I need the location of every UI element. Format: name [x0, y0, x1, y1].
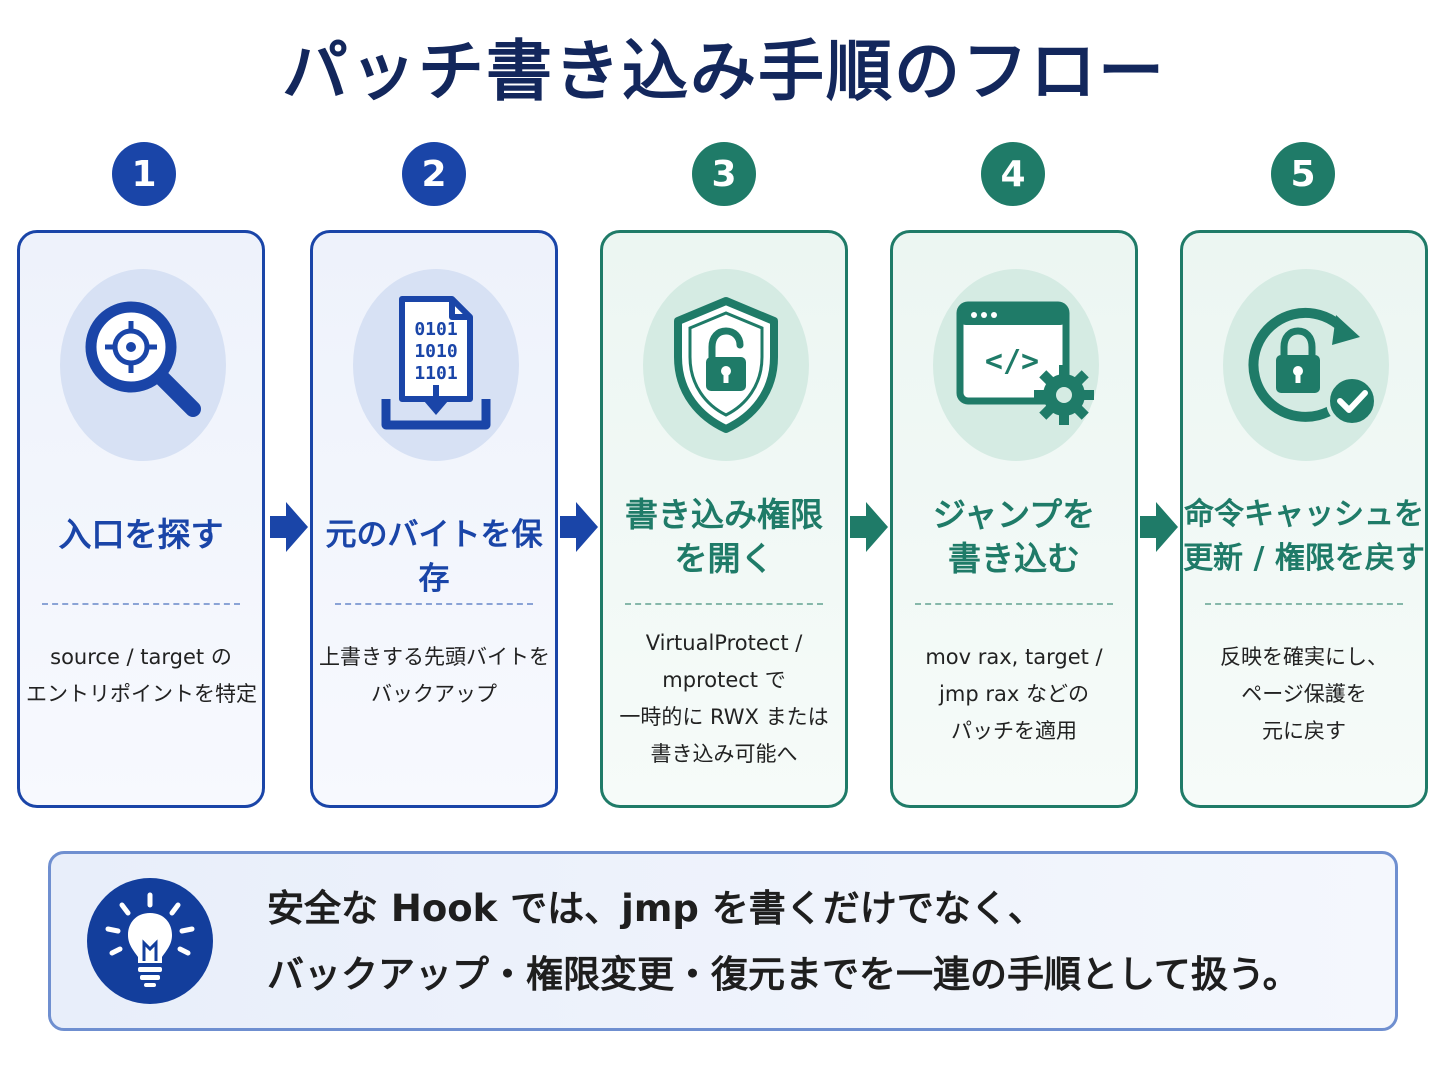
step-desc-5: 反映を確実にし、 ページ保護を 元に戻す [1220, 645, 1388, 743]
arrow-right-icon [560, 502, 598, 552]
divider [335, 603, 533, 605]
lock-refresh-check-icon [1223, 269, 1389, 461]
binary-line-1: 0101 [414, 319, 457, 340]
step-card-5: 命令キャッシュを 更新 / 権限を戻す 反映を確実にし、 ページ保護を 元に戻す [1180, 230, 1428, 808]
note-text: 安全な Hook では、jmp を書くだけでなく、 バックアップ・権限変更・復元… [267, 876, 1300, 1008]
step-desc-1: source / target の エントリポイントを特定 [26, 645, 257, 706]
search-target-icon [60, 269, 226, 461]
step-number-2: 2 [402, 142, 466, 206]
binary-file-download-icon: 0101 1010 1101 [353, 269, 519, 461]
arrow-right-icon [270, 502, 308, 552]
step-title-1: 入口を探す [58, 515, 224, 554]
step-card-4: </> ジャンプを 書き込む mov rax, target / jmp rax… [890, 230, 1138, 808]
step-card-2: 0101 1010 1101 元のバイトを保存 上書きする先頭バイトを バックア… [310, 230, 558, 808]
divider [1205, 603, 1403, 605]
step-title-2: 元のバイトを保存 [325, 517, 543, 597]
note-line-2: バックアップ・権限変更・復元までを一連の手順として扱う。 [267, 953, 1300, 996]
step-desc-2: 上書きする先頭バイトを バックアップ [319, 645, 550, 706]
binary-line-2: 1010 [414, 341, 457, 362]
step-desc-3: VirtualProtect / mprotect で 一時的に RWX または… [619, 631, 829, 766]
step-title-4: ジャンプを 書き込む [932, 495, 1096, 578]
step-title-3: 書き込み権限 を開く [625, 495, 823, 578]
code-window-gear-icon: </> [933, 269, 1099, 461]
divider [42, 603, 240, 605]
step-card-3: 書き込み権限 を開く VirtualProtect / mprotect で 一… [600, 230, 848, 808]
step-number-1: 1 [112, 142, 176, 206]
summary-note: 安全な Hook では、jmp を書くだけでなく、 バックアップ・権限変更・復元… [48, 851, 1398, 1031]
page-title: パッチ書き込み手順のフロー [282, 33, 1166, 110]
divider [915, 603, 1113, 605]
lightbulb-icon [87, 878, 213, 1004]
step-number-3: 3 [692, 142, 756, 206]
divider [625, 603, 823, 605]
step-card-1: 入口を探す source / target の エントリポイントを特定 [17, 230, 265, 808]
step-title-5: 命令キャッシュを 更新 / 権限を戻す [1183, 497, 1425, 576]
binary-line-3: 1101 [414, 363, 457, 384]
step-desc-4: mov rax, target / jmp rax などの パッチを適用 [925, 645, 1103, 743]
code-symbol: </> [985, 344, 1039, 379]
arrow-right-icon [1140, 502, 1178, 552]
shield-unlock-icon [643, 269, 809, 461]
step-number-4: 4 [981, 142, 1045, 206]
note-line-1: 安全な Hook では、jmp を書くだけでなく、 [267, 887, 1045, 930]
step-number-5: 5 [1271, 142, 1335, 206]
arrow-right-icon [850, 502, 888, 552]
